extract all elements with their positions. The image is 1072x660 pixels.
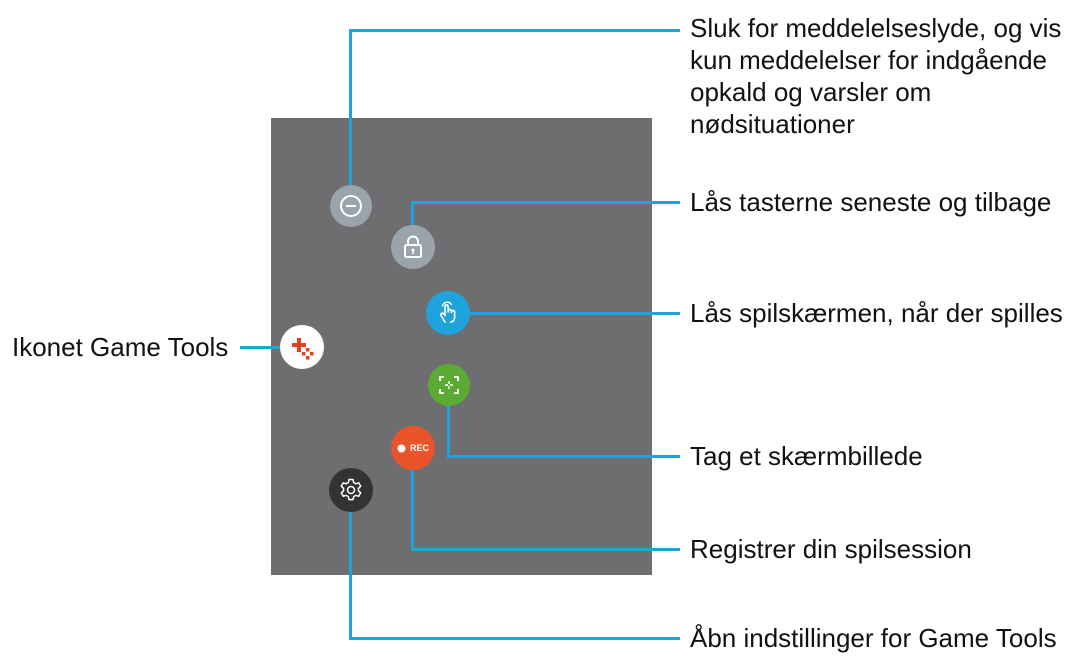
callout-line-record-horizontal	[411, 548, 680, 551]
touch-lock-description: Lås spilskærmen, når der spilles	[690, 298, 1063, 328]
callout-line-screenshot-vertical	[447, 404, 450, 458]
callout-line-mute-horizontal	[349, 29, 680, 32]
record-icon	[397, 444, 406, 452]
callout-line-touch-horizontal	[462, 312, 680, 315]
screenshot-description: Tag et skærmbillede	[690, 441, 923, 471]
callout-line-game-tools	[240, 346, 282, 349]
screenshot-frame-icon	[439, 376, 459, 394]
minus-circle-icon	[340, 195, 362, 217]
lock-icon	[404, 235, 422, 258]
game-tools-panel	[271, 118, 652, 575]
screenshot-button[interactable]	[428, 364, 470, 406]
mute-notifications-button[interactable]	[330, 185, 372, 227]
mute-description: Sluk for meddelelseslyde, og vis kun med…	[690, 13, 1062, 139]
callout-line-settings-vertical	[349, 505, 352, 640]
callout-line-record-vertical	[411, 470, 414, 551]
game-tools-icon	[292, 338, 314, 360]
callout-line-mute-vertical	[349, 29, 352, 189]
record-description: Registrer din spilsession	[690, 534, 972, 564]
gear-icon	[340, 478, 362, 501]
callout-line-settings-horizontal	[349, 637, 680, 640]
record-button[interactable]: REC	[391, 426, 435, 470]
callout-line-screenshot-horizontal	[447, 455, 680, 458]
record-button-label: REC	[409, 443, 429, 453]
touch-hand-icon	[440, 301, 456, 323]
touch-lock-button[interactable]	[426, 291, 470, 335]
game-tools-button[interactable]	[280, 325, 324, 369]
lock-keys-button[interactable]	[391, 225, 435, 269]
lock-keys-description: Lås tasterne seneste og tilbage	[690, 187, 1052, 217]
callout-line-lock-vertical	[411, 201, 414, 229]
callout-line-lock-horizontal	[411, 201, 680, 204]
settings-button[interactable]	[329, 468, 373, 512]
game-tools-description: Ikonet Game Tools	[12, 332, 229, 362]
settings-description: Åbn indstillinger for Game Tools	[690, 623, 1057, 653]
